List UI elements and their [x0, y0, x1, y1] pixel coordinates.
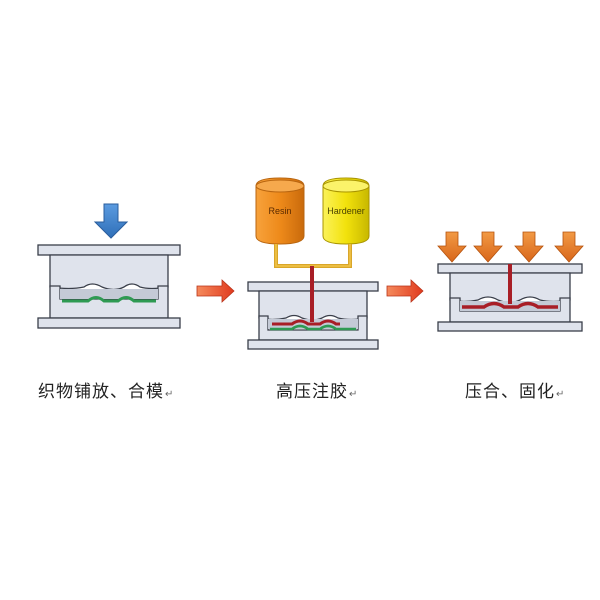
fabric-layer [270, 324, 356, 331]
feed-pipes-core [275, 244, 351, 267]
return-mark: ↵ [349, 389, 359, 400]
mold-1 [37, 203, 181, 329]
step-2-caption: 高压注胶↵ [276, 377, 358, 402]
resin-tank: Resin [255, 177, 305, 245]
return-mark: ↵ [165, 389, 175, 400]
press-arrow-icon [554, 231, 584, 263]
step-2-caption-text: 高压注胶 [276, 382, 348, 402]
press-arrow-icon [514, 231, 544, 263]
return-mark: ↵ [556, 389, 566, 400]
step-arrow-icon [196, 279, 235, 303]
step-3-caption: 压合、固化↵ [465, 377, 565, 402]
mold-3 [437, 231, 584, 332]
feed-pipes [274, 244, 352, 268]
lower-mold-plate [437, 321, 583, 332]
step-3-caption-text: 压合、固化 [465, 382, 555, 402]
press-arrow-icon [437, 231, 467, 263]
mold-cavity [60, 289, 158, 299]
mold-2: Resin Hardener [247, 177, 379, 350]
resin-flow [272, 319, 340, 326]
step-1-caption-text: 织物铺放、合模 [38, 382, 164, 402]
cured-part [462, 301, 558, 309]
press-arrow-icon [473, 231, 503, 263]
down-arrow-icon [93, 203, 129, 239]
upper-mold-block [49, 254, 169, 291]
step-1-caption: 织物铺放、合模↵ [38, 377, 174, 402]
lower-mold-plate [247, 339, 379, 350]
hardener-label: Hardener [327, 206, 365, 216]
upper-mold-plate [37, 244, 181, 256]
lower-mold-plate [37, 317, 181, 329]
step-arrow-icon [386, 279, 424, 303]
hardener-tank: Hardener [322, 177, 370, 245]
fabric-layer [62, 296, 156, 303]
resin-label: Resin [268, 206, 291, 216]
